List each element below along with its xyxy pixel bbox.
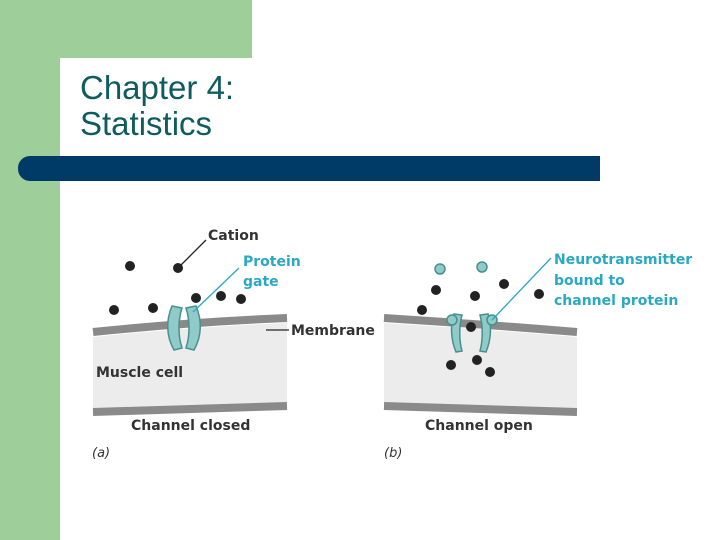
panel-b: [383, 257, 578, 416]
protein-gate-pointer: [192, 267, 240, 313]
label-channel-closed: Channel closed: [131, 418, 250, 434]
cation: [485, 367, 495, 377]
cation: [417, 305, 427, 315]
membrane-bottom-a: [92, 402, 288, 416]
cation: [148, 303, 158, 313]
cation: [470, 291, 480, 301]
title-background: [60, 58, 300, 168]
label-membrane: Membrane: [291, 323, 375, 339]
label-protein-gate-line-2: gate: [243, 274, 279, 290]
cation: [236, 294, 246, 304]
protein-gate-right-a: [185, 305, 201, 351]
cation: [466, 322, 476, 332]
membrane-top-b: [383, 314, 578, 336]
cation: [125, 261, 135, 271]
neurotransmitter: [476, 261, 488, 273]
cation-pointer: [179, 239, 207, 267]
label-panel-b: (b): [384, 446, 402, 461]
protein-gate-left-a: [167, 305, 183, 351]
label-channel-open: Channel open: [425, 418, 533, 434]
cation: [216, 291, 226, 301]
membrane-bottom-b: [383, 402, 578, 416]
label-cation: Cation: [208, 228, 259, 244]
panel-a: [92, 239, 289, 416]
cation: [191, 293, 201, 303]
muscle-cell-body-b: [384, 323, 577, 409]
neurotransmitter-pointer: [491, 257, 552, 321]
muscle-cell-body-a: [93, 323, 287, 409]
slide-title: Chapter 4: Statistics: [80, 70, 400, 142]
slide-title-line-2: Statistics: [80, 105, 213, 142]
label-panel-a: (a): [92, 446, 110, 461]
title-underline-bar: [18, 156, 600, 181]
slide-title-line-1: Chapter 4:: [80, 69, 235, 106]
cation: [499, 279, 509, 289]
left-accent-strip: [0, 0, 60, 540]
label-protein-gate-line-1: Protein: [243, 254, 301, 270]
top-accent-block: [60, 0, 252, 58]
cation: [431, 285, 441, 295]
label-muscle-cell: Muscle cell: [96, 365, 183, 381]
cation: [472, 355, 482, 365]
cation: [446, 360, 456, 370]
cation: [534, 289, 544, 299]
cations-b: [417, 279, 544, 377]
neurotransmitter: [434, 263, 446, 275]
cation: [109, 305, 119, 315]
label-neurotransmitter-line-1: Neurotransmitter: [554, 252, 692, 268]
neurotransmitter-bound: [446, 314, 458, 326]
label-neurotransmitter-line-2: bound to: [554, 273, 625, 289]
label-neurotransmitter-line-3: channel protein: [554, 293, 678, 309]
